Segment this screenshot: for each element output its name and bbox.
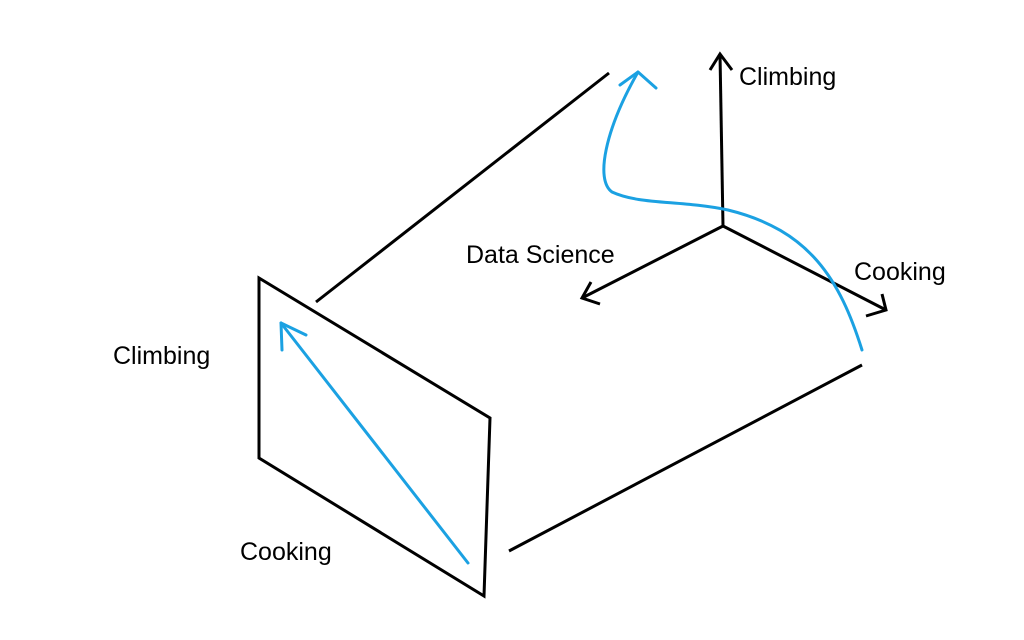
plane-label-cooking: Cooking — [240, 538, 332, 566]
axis-data-science-arrowhead — [579, 281, 601, 306]
axis-label-data-science: Data Science — [466, 241, 615, 269]
plane-outline — [257, 275, 492, 599]
axis-data-science — [581, 224, 724, 300]
axis-climbing — [718, 53, 725, 227]
projection-line-bottom — [508, 363, 863, 553]
axis-label-cooking: Cooking — [854, 258, 946, 286]
axis-label-climbing: Climbing — [739, 63, 837, 91]
axes-3d — [579, 51, 888, 318]
axis-cooking-arrowhead — [865, 293, 888, 318]
vector-3d-arrowhead — [618, 70, 658, 90]
projected-vector-line — [279, 321, 470, 565]
projection-lines — [315, 71, 863, 553]
projection-plane — [257, 275, 492, 599]
vector-3d — [602, 70, 864, 352]
axis-climbing-arrowhead — [708, 51, 734, 71]
projected-vector-arrowhead — [279, 321, 308, 352]
projected-vector — [279, 321, 470, 565]
projection-line-top — [315, 71, 610, 304]
axis-cooking — [722, 224, 887, 312]
vector-3d-curve — [602, 70, 864, 352]
plane-label-climbing: Climbing — [113, 342, 211, 370]
